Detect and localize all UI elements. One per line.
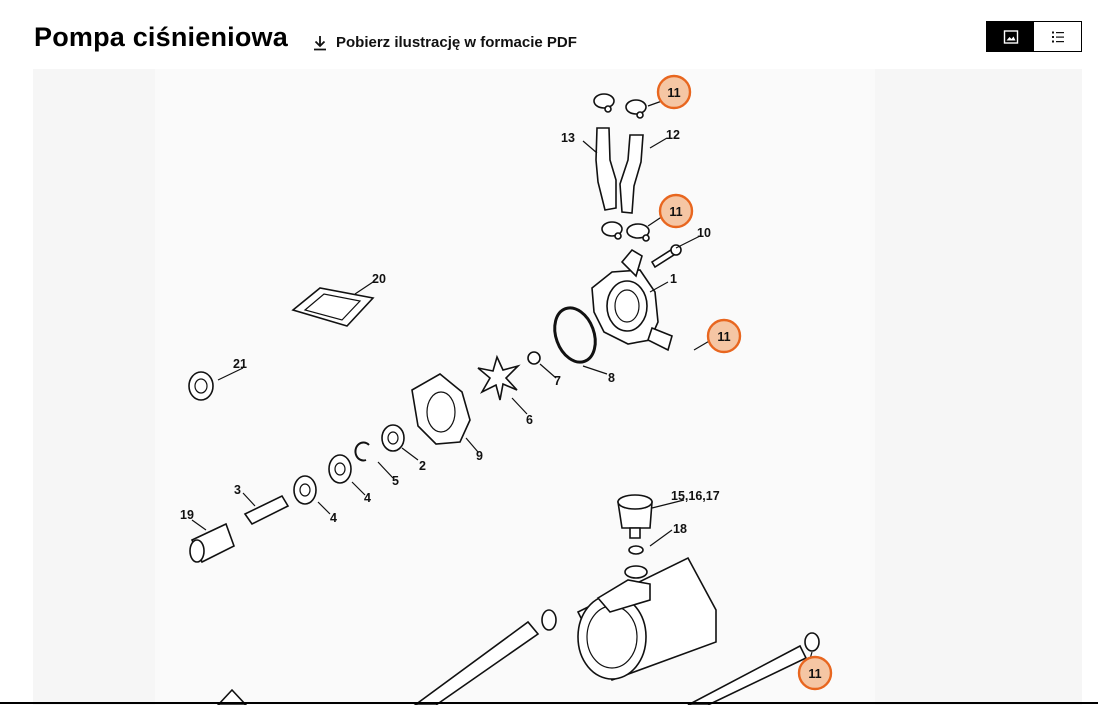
- part-label-21: 21: [233, 357, 247, 371]
- exploded-parts-diagram: 1 2 3 4 4 5 6 7 8 9 10 12 13 15,16,17 18…: [155, 69, 875, 705]
- impeller-6: [477, 354, 521, 401]
- hotspot-label: 11: [717, 330, 730, 344]
- hotspot-part-11-top[interactable]: 11: [656, 74, 692, 110]
- hotspot-label: 11: [808, 667, 821, 681]
- bearing-4b: [293, 475, 317, 505]
- seal-2: [381, 424, 405, 452]
- part-label-4a: 4: [364, 491, 371, 505]
- part-label-1: 1: [670, 272, 677, 286]
- hotspot-label: 11: [669, 205, 682, 219]
- part-label-3: 3: [234, 483, 241, 497]
- part-label-18: 18: [673, 522, 687, 536]
- hotspot-label: 11: [667, 86, 680, 100]
- o-ring-8: [553, 306, 597, 364]
- clamp-top-right: [625, 99, 647, 119]
- download-icon: [314, 35, 326, 50]
- flange-9: [411, 373, 471, 445]
- hotspot-part-11-right[interactable]: 11: [706, 318, 742, 354]
- bearing-4a: [328, 454, 352, 484]
- washer-18: [628, 545, 644, 555]
- download-pdf-link[interactable]: Pobierz ilustrację w formacie PDF: [312, 34, 577, 51]
- part-label-10: 10: [697, 226, 711, 240]
- page-title: Pompa ciśnieniowa: [34, 22, 288, 52]
- clip-5: [354, 441, 370, 462]
- bolt-10: [650, 244, 682, 269]
- part-label-8: 8: [608, 371, 615, 385]
- list-view-button[interactable]: [1034, 22, 1081, 51]
- part-label-7: 7: [554, 374, 561, 388]
- clamp-top-left: [593, 93, 615, 113]
- image-view-icon: [1003, 29, 1018, 44]
- clamp-bottom-left: [541, 609, 557, 631]
- part-label-13: 13: [561, 131, 575, 145]
- shaft-3: [243, 494, 290, 526]
- part-label-20: 20: [372, 272, 386, 286]
- leader-lines: [191, 100, 813, 660]
- list-view-icon: [1051, 31, 1064, 42]
- parts-diagram-canvas[interactable]: 1 2 3 4 4 5 6 7 8 9 10 12 13 15,16,17 18…: [33, 69, 1082, 705]
- pump-housing-1: [591, 248, 673, 352]
- hose-13: [595, 127, 617, 211]
- view-toggle: [986, 21, 1082, 52]
- clamp-mid-left: [601, 221, 623, 240]
- cover-20: [291, 287, 375, 327]
- bottom-hose-left: [216, 620, 540, 705]
- page-header: Pompa ciśnieniowa Pobierz ilustrację w f…: [0, 0, 1098, 68]
- clamp-bottom-right: [804, 632, 820, 652]
- part-label-2: 2: [419, 459, 426, 473]
- hotspot-part-11-bottom[interactable]: 11: [797, 655, 833, 691]
- nut-7: [527, 351, 541, 365]
- hose-12: [619, 134, 644, 214]
- image-view-button[interactable]: [987, 22, 1034, 51]
- grommet-21: [188, 371, 214, 401]
- bottom-hose-right: [687, 644, 808, 705]
- part-label-12: 12: [666, 128, 680, 142]
- tank: [576, 556, 717, 681]
- part-label-6: 6: [526, 413, 533, 427]
- coupling-19: [189, 522, 235, 564]
- download-pdf-label: Pobierz ilustrację w formacie PDF: [336, 34, 577, 51]
- part-label-4b: 4: [330, 511, 337, 525]
- clamp-mid-right: [626, 223, 650, 242]
- hotspot-part-11-mid[interactable]: 11: [658, 193, 694, 229]
- part-label-15-16-17: 15,16,17: [671, 489, 720, 503]
- bottom-divider: [0, 702, 1098, 704]
- part-label-19: 19: [180, 508, 194, 522]
- part-label-9: 9: [476, 449, 483, 463]
- cap-15-16-17: [617, 494, 653, 539]
- part-label-5: 5: [392, 474, 399, 488]
